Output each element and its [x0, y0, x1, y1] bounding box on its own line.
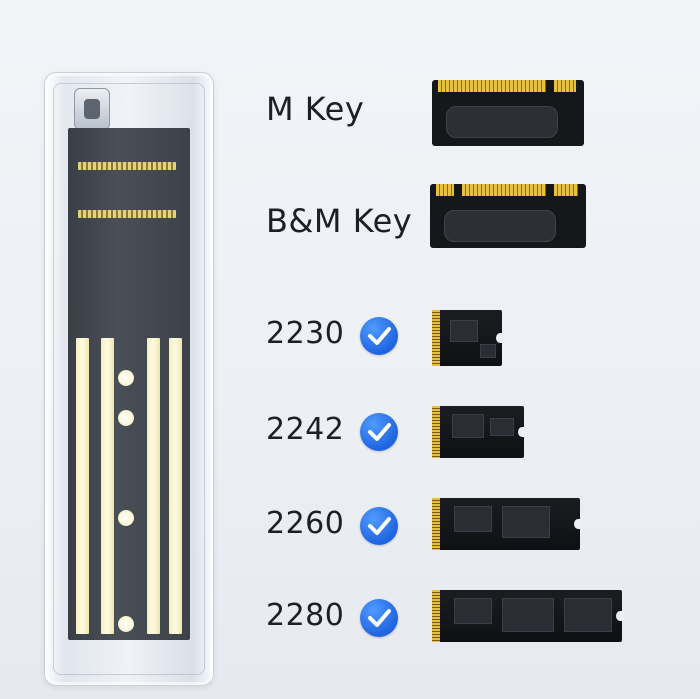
- enclosure-rim: [53, 83, 205, 675]
- mount-hole: [118, 616, 134, 632]
- size-2280-label: 2280: [266, 598, 345, 633]
- m-key-label: M Key: [266, 90, 365, 128]
- contact-strip: [169, 338, 182, 634]
- mount-hole: [118, 410, 134, 426]
- check-circle-icon: [360, 317, 398, 355]
- contact-strip: [76, 338, 89, 634]
- contact-strip: [101, 338, 114, 634]
- ssd-2260: [432, 498, 582, 550]
- usb-c-port: [74, 88, 110, 130]
- check-circle-icon: [360, 507, 398, 545]
- ssd-2230: [432, 310, 504, 366]
- ssd-2242: [432, 406, 526, 458]
- enclosure-pcb: [68, 128, 190, 640]
- bm-key-connector: [430, 184, 586, 248]
- mount-hole: [118, 510, 134, 526]
- size-2260-label: 2260: [266, 506, 345, 541]
- contact-strip: [147, 338, 160, 634]
- pcb-slot: [78, 162, 176, 170]
- size-2242-label: 2242: [266, 412, 345, 447]
- pcb-slot: [78, 210, 176, 218]
- mount-hole: [118, 370, 134, 386]
- m-key-connector: [432, 80, 584, 146]
- ssd-2280: [432, 590, 624, 642]
- bm-key-label: B&M Key: [266, 202, 413, 240]
- check-circle-icon: [360, 599, 398, 637]
- check-circle-icon: [360, 413, 398, 451]
- size-2230-label: 2230: [266, 316, 345, 351]
